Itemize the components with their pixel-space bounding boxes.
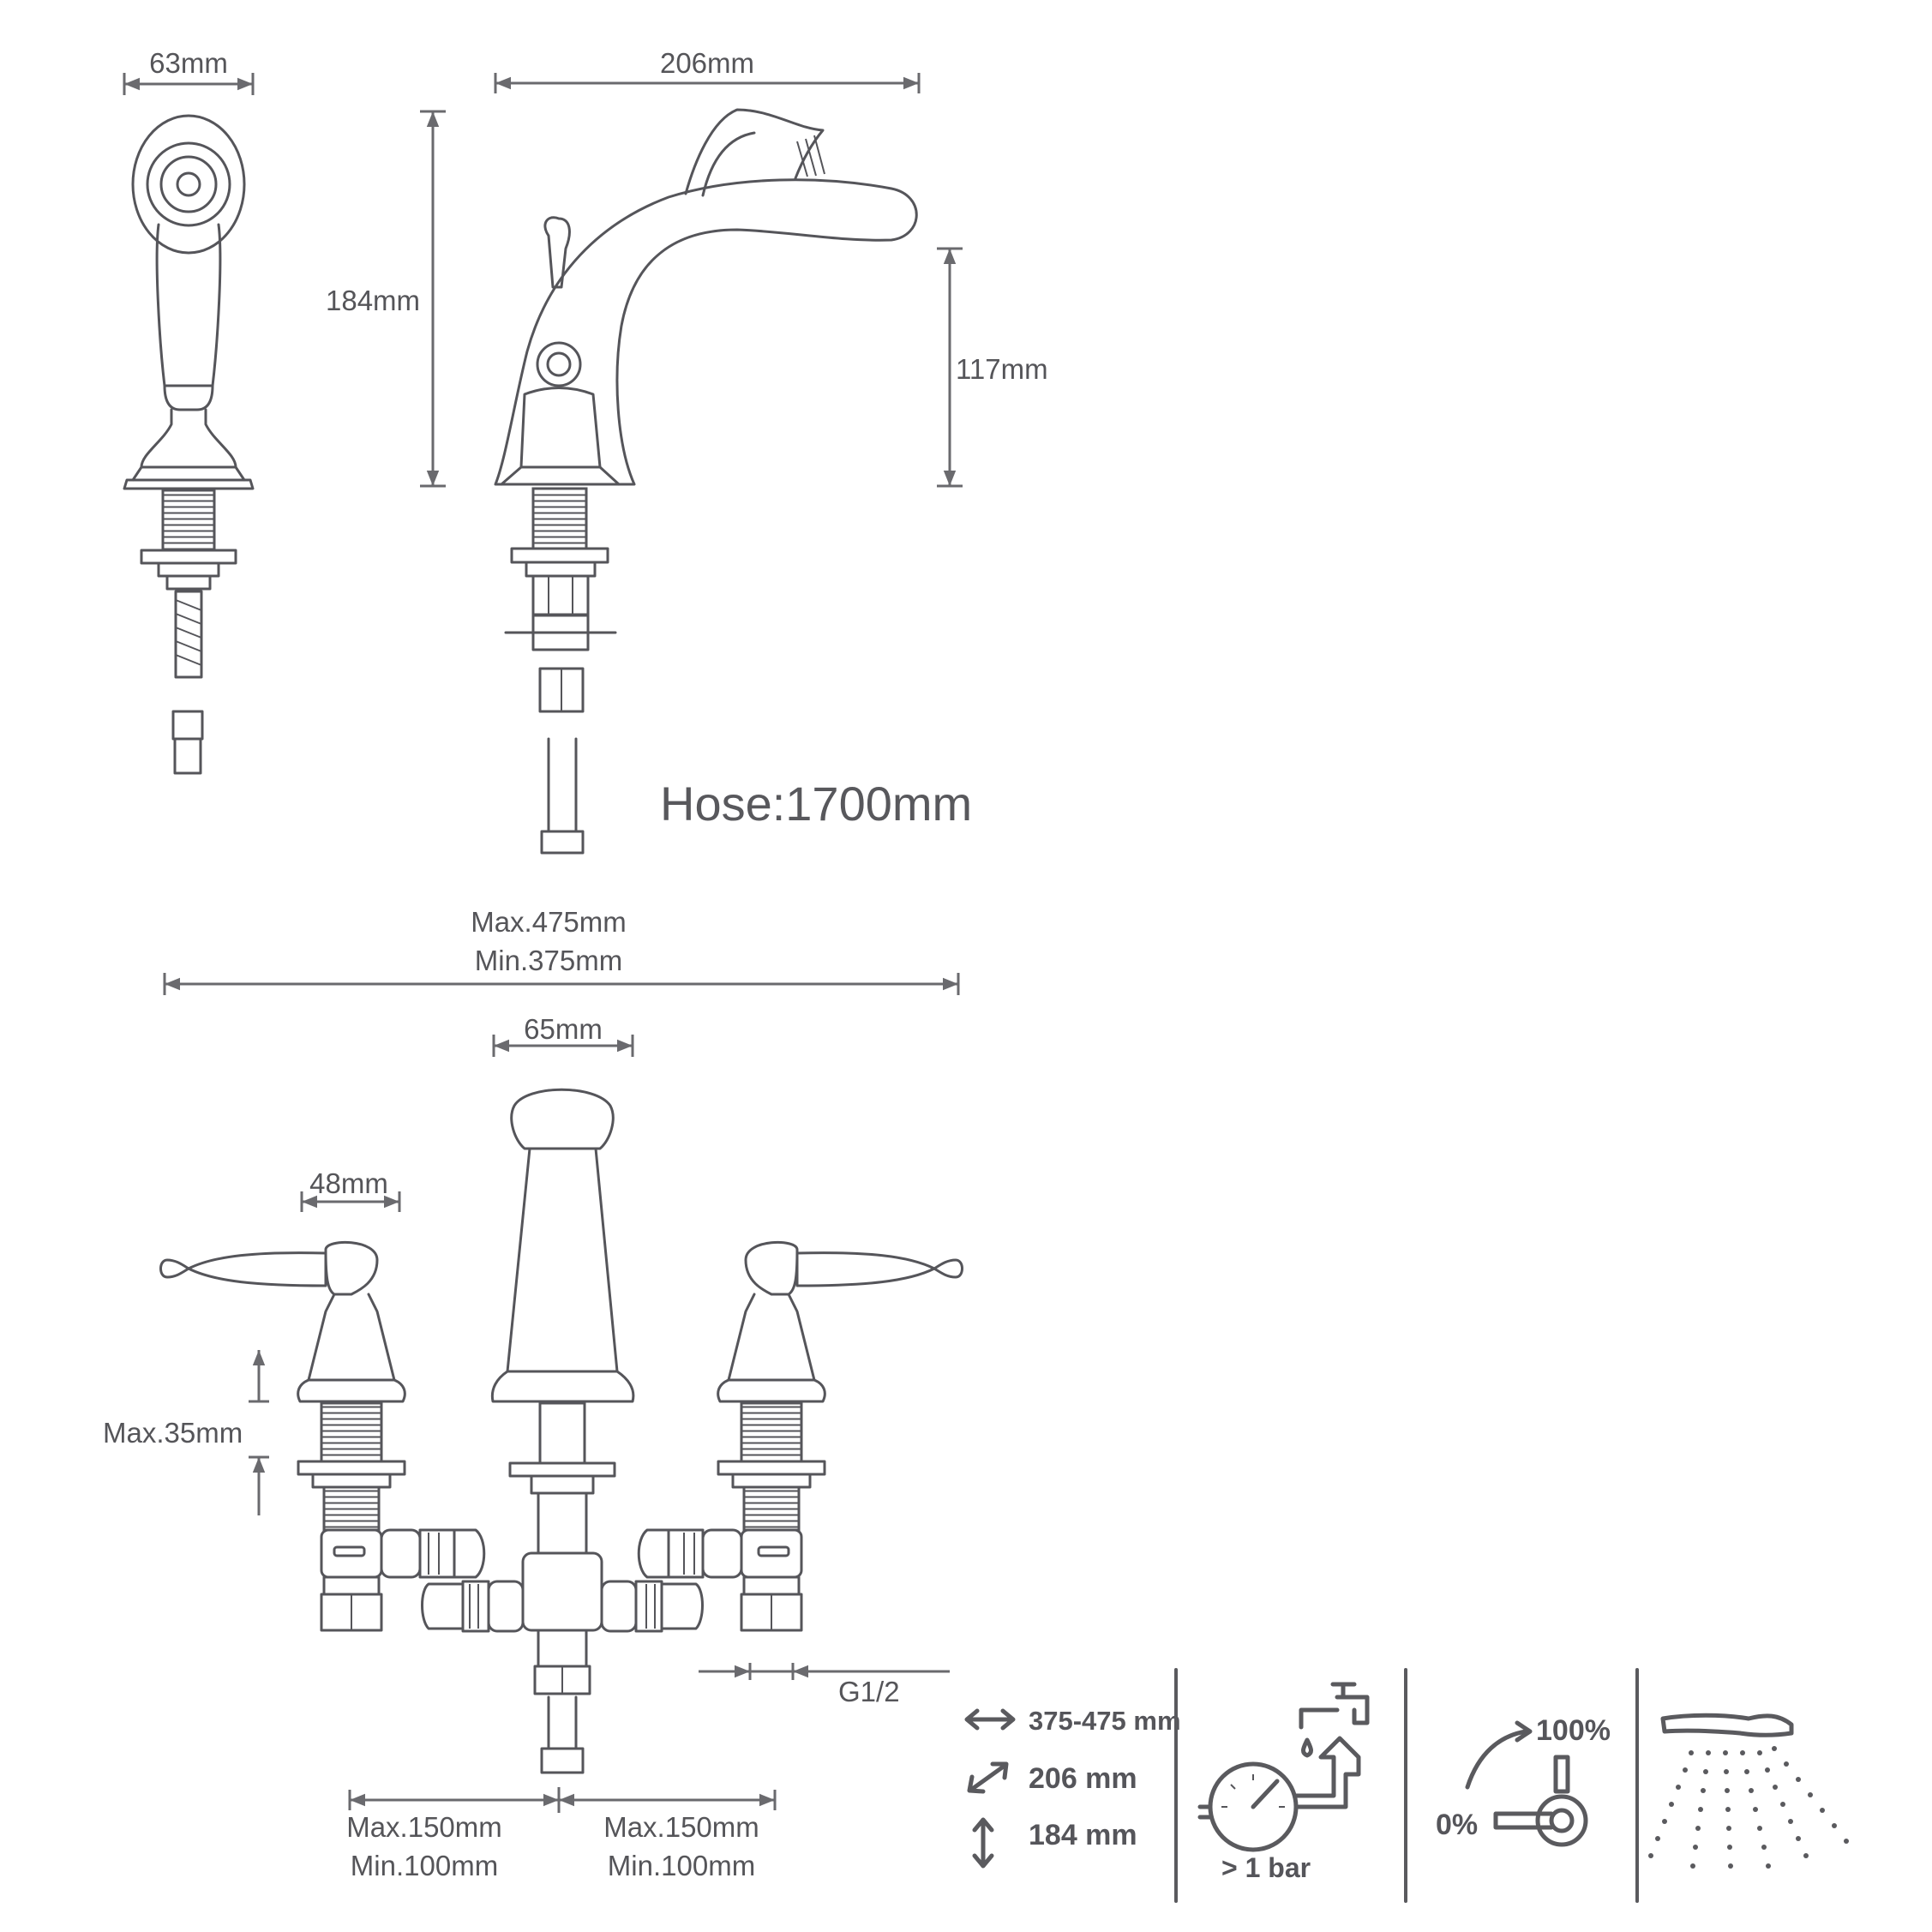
flow-min-spec: 0% (1436, 1809, 1478, 1841)
span-max-label: Max.475mm (471, 906, 627, 938)
height-spec: 184 mm (1029, 1819, 1137, 1851)
right-spacing-max-label: Max.150mm (603, 1811, 759, 1843)
left-spacing-max-label: Max.150mm (346, 1811, 502, 1843)
front-view-drawing: Max.475mm Min.375mm 65mm 48mm Max.35mm (103, 906, 963, 1881)
handle-width-label: 48mm (309, 1167, 388, 1199)
pressure-spec: > 1 bar (1221, 1852, 1311, 1883)
lever-flow-icon (1465, 1720, 1588, 1847)
spout-length-label: 206mm (660, 47, 754, 79)
spout-side-drawing: 206mm 184mm 117mm (326, 47, 1048, 855)
hose-length-label: Hose:1700mm (660, 777, 972, 831)
right-spacing-min-label: Min.100mm (608, 1850, 755, 1881)
vertical-double-arrow-icon (972, 1817, 994, 1869)
hand-shower-drawing: 63mm (123, 47, 255, 775)
connection-size-label: G1/2 (838, 1676, 900, 1707)
horizontal-double-arrow-icon (964, 1708, 1016, 1731)
diagonal-double-arrow-icon (967, 1761, 1009, 1794)
flow-max-spec: 100% (1536, 1714, 1611, 1747)
spec-legend: 375-475 mm 206 mm 184 mm > 1 bar (964, 1668, 1849, 1903)
deck-thickness-label: Max.35mm (103, 1417, 243, 1449)
reach-spec: 206 mm (1029, 1762, 1137, 1795)
pressure-gauge-icon (1197, 1682, 1370, 1852)
hand-shower-spray-icon (1648, 1713, 1849, 1869)
spout-base-label: 65mm (524, 1013, 603, 1045)
left-spacing-min-label: Min.100mm (351, 1850, 498, 1881)
spout-clearance-label: 117mm (956, 353, 1048, 385)
span-spec: 375-475 mm (1029, 1706, 1181, 1736)
handshower-width-label: 63mm (149, 47, 228, 79)
span-min-label: Min.375mm (475, 945, 622, 976)
spout-height-label: 184mm (326, 285, 420, 316)
